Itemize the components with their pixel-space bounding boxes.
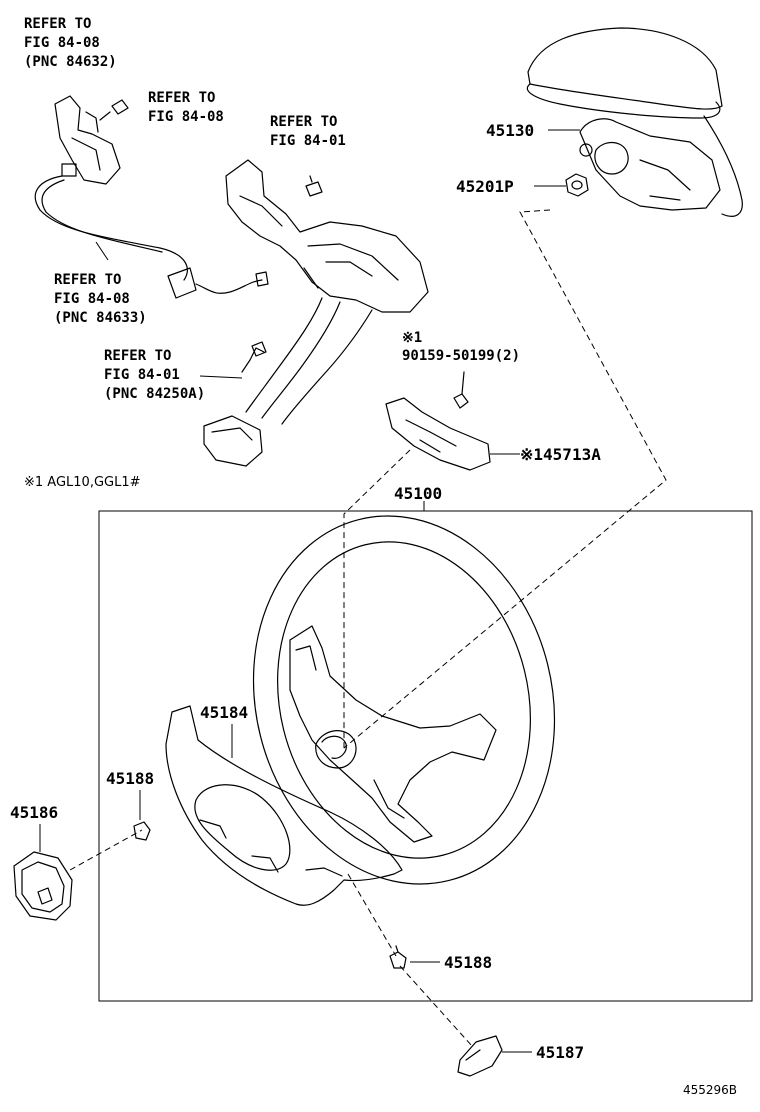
- bracket-drawing: [385, 397, 491, 471]
- reference-harness-84250a: REFER TO FIG 84-01 (PNC 84250A): [104, 348, 205, 402]
- assembly-line: [343, 209, 667, 749]
- ref-line: FIG 84-08: [148, 109, 224, 125]
- part-label-45713a: ※145713A: [520, 445, 601, 464]
- part-label-45184: 45184: [200, 703, 248, 722]
- steering-wheel-drawing: [252, 515, 556, 885]
- airbag-module-drawing: [526, 27, 743, 217]
- ref-line: (PNC 84632): [24, 54, 117, 70]
- part-label-45186: 45186: [10, 803, 58, 822]
- lower-trim-drawing: [457, 1035, 503, 1077]
- ref-line: REFER TO: [104, 348, 171, 364]
- lower-cover-drawing: [165, 705, 403, 906]
- footnote: ※1 AGL10,GGL1#: [24, 475, 141, 490]
- assembly-line: [347, 873, 397, 957]
- leader-line: [199, 375, 243, 379]
- ref-line: (PNC 84250A): [104, 386, 205, 402]
- bolt-icon: [305, 175, 323, 197]
- screw-icon: [133, 821, 151, 841]
- part-label-45187: 45187: [536, 1043, 584, 1062]
- part-label-45130: 45130: [486, 121, 534, 140]
- nut-icon: [565, 173, 589, 197]
- assembly-box: [98, 510, 753, 1002]
- note-mark: ※1: [402, 330, 422, 346]
- ref-line: FIG 84-08: [54, 291, 130, 307]
- reference-combination-switch-84632: REFER TO FIG 84-08 (PNC 84632): [24, 16, 117, 70]
- switch-assembly-drawing: [34, 95, 269, 299]
- part-label-45188: 45188: [106, 769, 154, 788]
- assembly-line: [69, 829, 143, 871]
- reference-harness-84633: REFER TO FIG 84-08 (PNC 84633): [54, 272, 147, 326]
- part-label-90159-50199: 90159-50199(2): [402, 348, 520, 364]
- part-label-45188: 45188: [444, 953, 492, 972]
- leader-line: [95, 241, 109, 261]
- screw-icon: [389, 945, 407, 969]
- ref-line: REFER TO: [270, 114, 337, 130]
- side-cover-drawing: [13, 851, 73, 921]
- part-label-45100: 45100: [394, 484, 442, 503]
- reference-bolt-84-01: REFER TO FIG 84-01: [270, 114, 346, 149]
- bolt-icon: [453, 371, 469, 409]
- screw-icon: [99, 99, 129, 121]
- ref-line: REFER TO: [148, 90, 215, 106]
- reference-screw-84-08: REFER TO FIG 84-08: [148, 90, 224, 125]
- ref-line: REFER TO: [54, 272, 121, 288]
- spiral-cable-drawing: [203, 159, 429, 467]
- diagram-code: 455296B: [683, 1083, 737, 1097]
- assembly-line: [399, 965, 473, 1047]
- ref-line: FIG 84-08: [24, 35, 100, 51]
- ref-line: REFER TO: [24, 16, 91, 32]
- ref-line: (PNC 84633): [54, 310, 147, 326]
- ref-line: FIG 84-01: [270, 133, 346, 149]
- assembly-line: [343, 449, 411, 750]
- ref-line: FIG 84-01: [104, 367, 180, 383]
- part-label-45201p: 45201P: [456, 177, 514, 196]
